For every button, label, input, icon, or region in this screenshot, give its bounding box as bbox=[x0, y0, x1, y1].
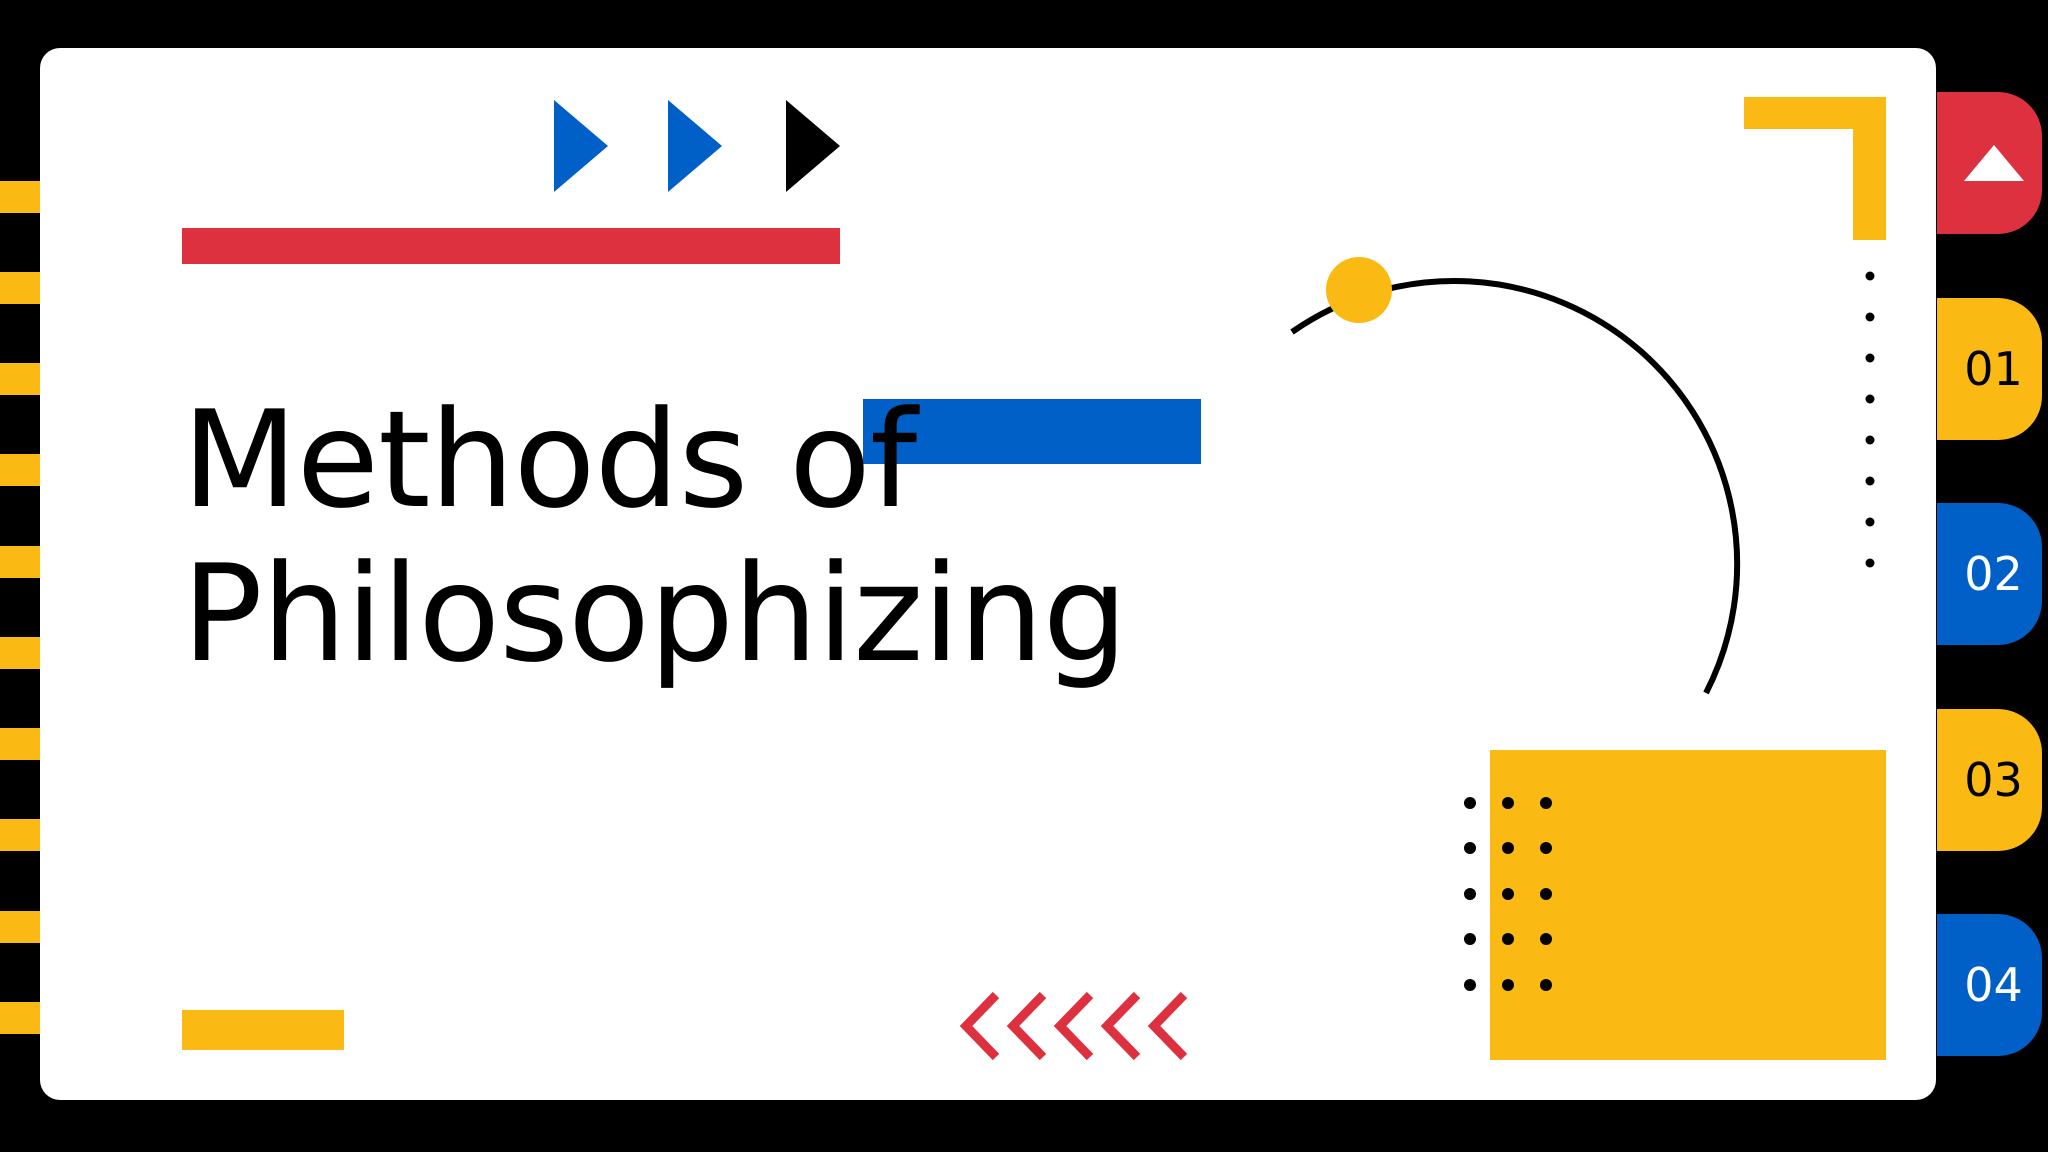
play-arrow-icon bbox=[786, 100, 840, 192]
chevron-left-icon bbox=[1006, 991, 1047, 1061]
tab-label: 04 bbox=[1964, 958, 2023, 1012]
triangle-up-icon bbox=[1963, 145, 2024, 181]
red-bar bbox=[182, 228, 840, 264]
play-arrow-icon bbox=[668, 100, 722, 192]
chevron-left-icon bbox=[1100, 991, 1141, 1061]
tab-02[interactable]: 02 bbox=[1937, 503, 2042, 645]
yellow-corner-bracket bbox=[1744, 97, 1886, 240]
tab-01[interactable]: 01 bbox=[1937, 298, 2042, 440]
vertical-dots bbox=[1865, 271, 1875, 568]
yellow-bar bbox=[182, 1010, 344, 1050]
chevron-left-icon bbox=[1147, 991, 1188, 1061]
yellow-square bbox=[1490, 750, 1886, 1060]
play-arrow-icon bbox=[554, 100, 608, 192]
chevron-left-icon bbox=[959, 991, 1000, 1061]
chevron-left-icons bbox=[959, 991, 1188, 1061]
tab-03[interactable]: 03 bbox=[1937, 709, 2042, 851]
tab-label: 01 bbox=[1964, 342, 2023, 396]
tab-up[interactable] bbox=[1937, 92, 2042, 234]
blue-bar bbox=[863, 399, 1201, 464]
slide-title-line1: Methods of bbox=[182, 382, 917, 538]
slide-title-line2: Philosophizing bbox=[182, 536, 1128, 692]
tab-04[interactable]: 04 bbox=[1937, 914, 2042, 1056]
chevron-left-icon bbox=[1053, 991, 1094, 1061]
tab-label: 02 bbox=[1964, 547, 2023, 601]
yellow-dot bbox=[1326, 257, 1392, 323]
tab-label: 03 bbox=[1964, 753, 2023, 807]
dot-grid bbox=[1464, 797, 1552, 991]
arc-line bbox=[1290, 278, 1741, 695]
